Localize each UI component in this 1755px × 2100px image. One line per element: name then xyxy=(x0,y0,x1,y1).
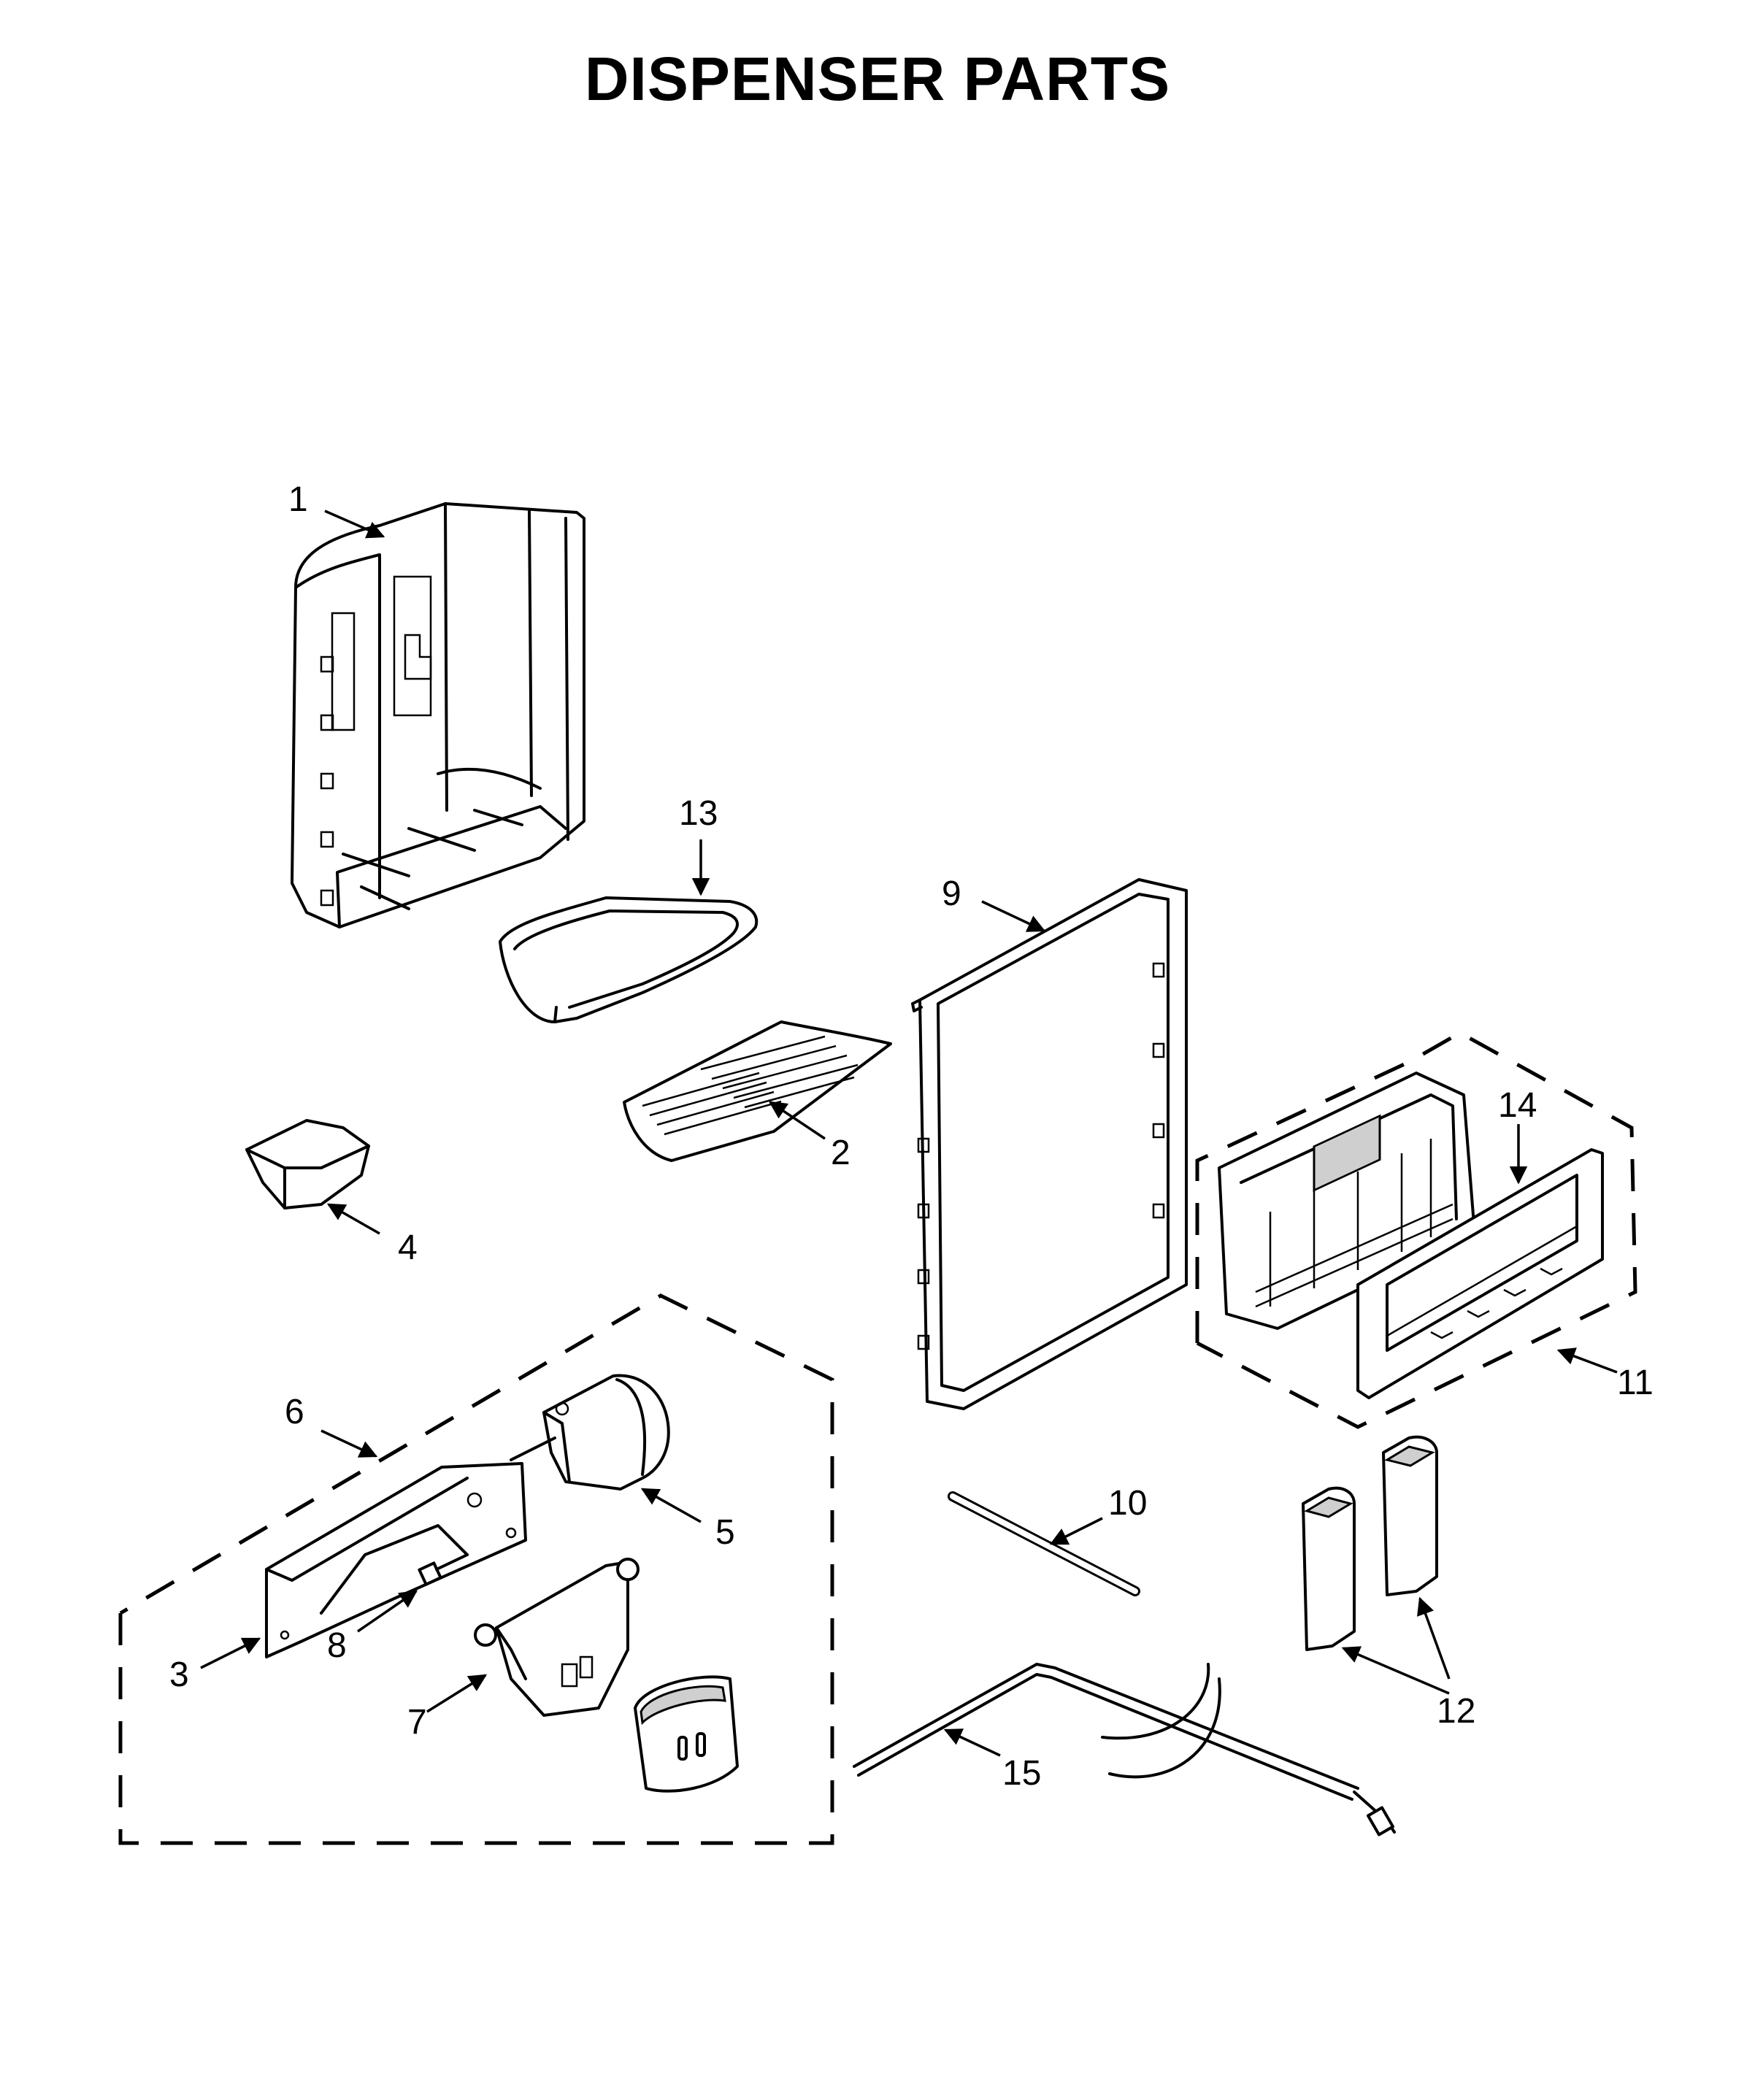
callout-12: 12 xyxy=(1437,1692,1475,1731)
callout-11: 11 xyxy=(1617,1364,1654,1402)
assembly-11-boundary xyxy=(1195,1031,1637,1429)
part-2-grille[interactable] xyxy=(623,1020,892,1162)
callout-3: 3 xyxy=(169,1655,189,1694)
part-7-switch[interactable] xyxy=(474,1558,640,1717)
callout-5: 5 xyxy=(715,1513,735,1552)
part-5-motor[interactable] xyxy=(510,1374,670,1491)
part-6-paddle[interactable] xyxy=(634,1675,739,1793)
part-9-frame[interactable] xyxy=(911,878,1188,1410)
callout-8: 8 xyxy=(327,1626,347,1665)
part-13-drip-tray[interactable] xyxy=(499,896,759,1023)
part-4-cup[interactable] xyxy=(245,1119,370,1209)
callout-14: 14 xyxy=(1498,1086,1537,1125)
callout-4: 4 xyxy=(398,1228,418,1267)
callout-7: 7 xyxy=(407,1703,427,1742)
callout-2: 2 xyxy=(831,1134,850,1172)
diagram-title: DISPENSER PARTS xyxy=(584,45,1171,113)
callout-6: 6 xyxy=(285,1393,304,1431)
assembly-6-boundary xyxy=(118,1293,834,1845)
part-11-control-housing[interactable] xyxy=(1218,1072,1476,1330)
callout-9: 9 xyxy=(942,874,961,913)
callout-13: 13 xyxy=(679,794,718,833)
callout-15: 15 xyxy=(1002,1754,1041,1793)
part-3-bracket[interactable] xyxy=(265,1462,527,1658)
callout-1: 1 xyxy=(288,480,308,519)
part-1-housing[interactable] xyxy=(291,502,585,928)
part-10-rod[interactable] xyxy=(948,1491,1140,1596)
part-15-heater-wire[interactable] xyxy=(853,1663,1396,1836)
part-12-buttons[interactable] xyxy=(1302,1435,1438,1651)
part-14-display-panel[interactable] xyxy=(1356,1148,1604,1399)
callout-10: 10 xyxy=(1108,1484,1147,1523)
part-8-screw[interactable] xyxy=(418,1553,469,1586)
